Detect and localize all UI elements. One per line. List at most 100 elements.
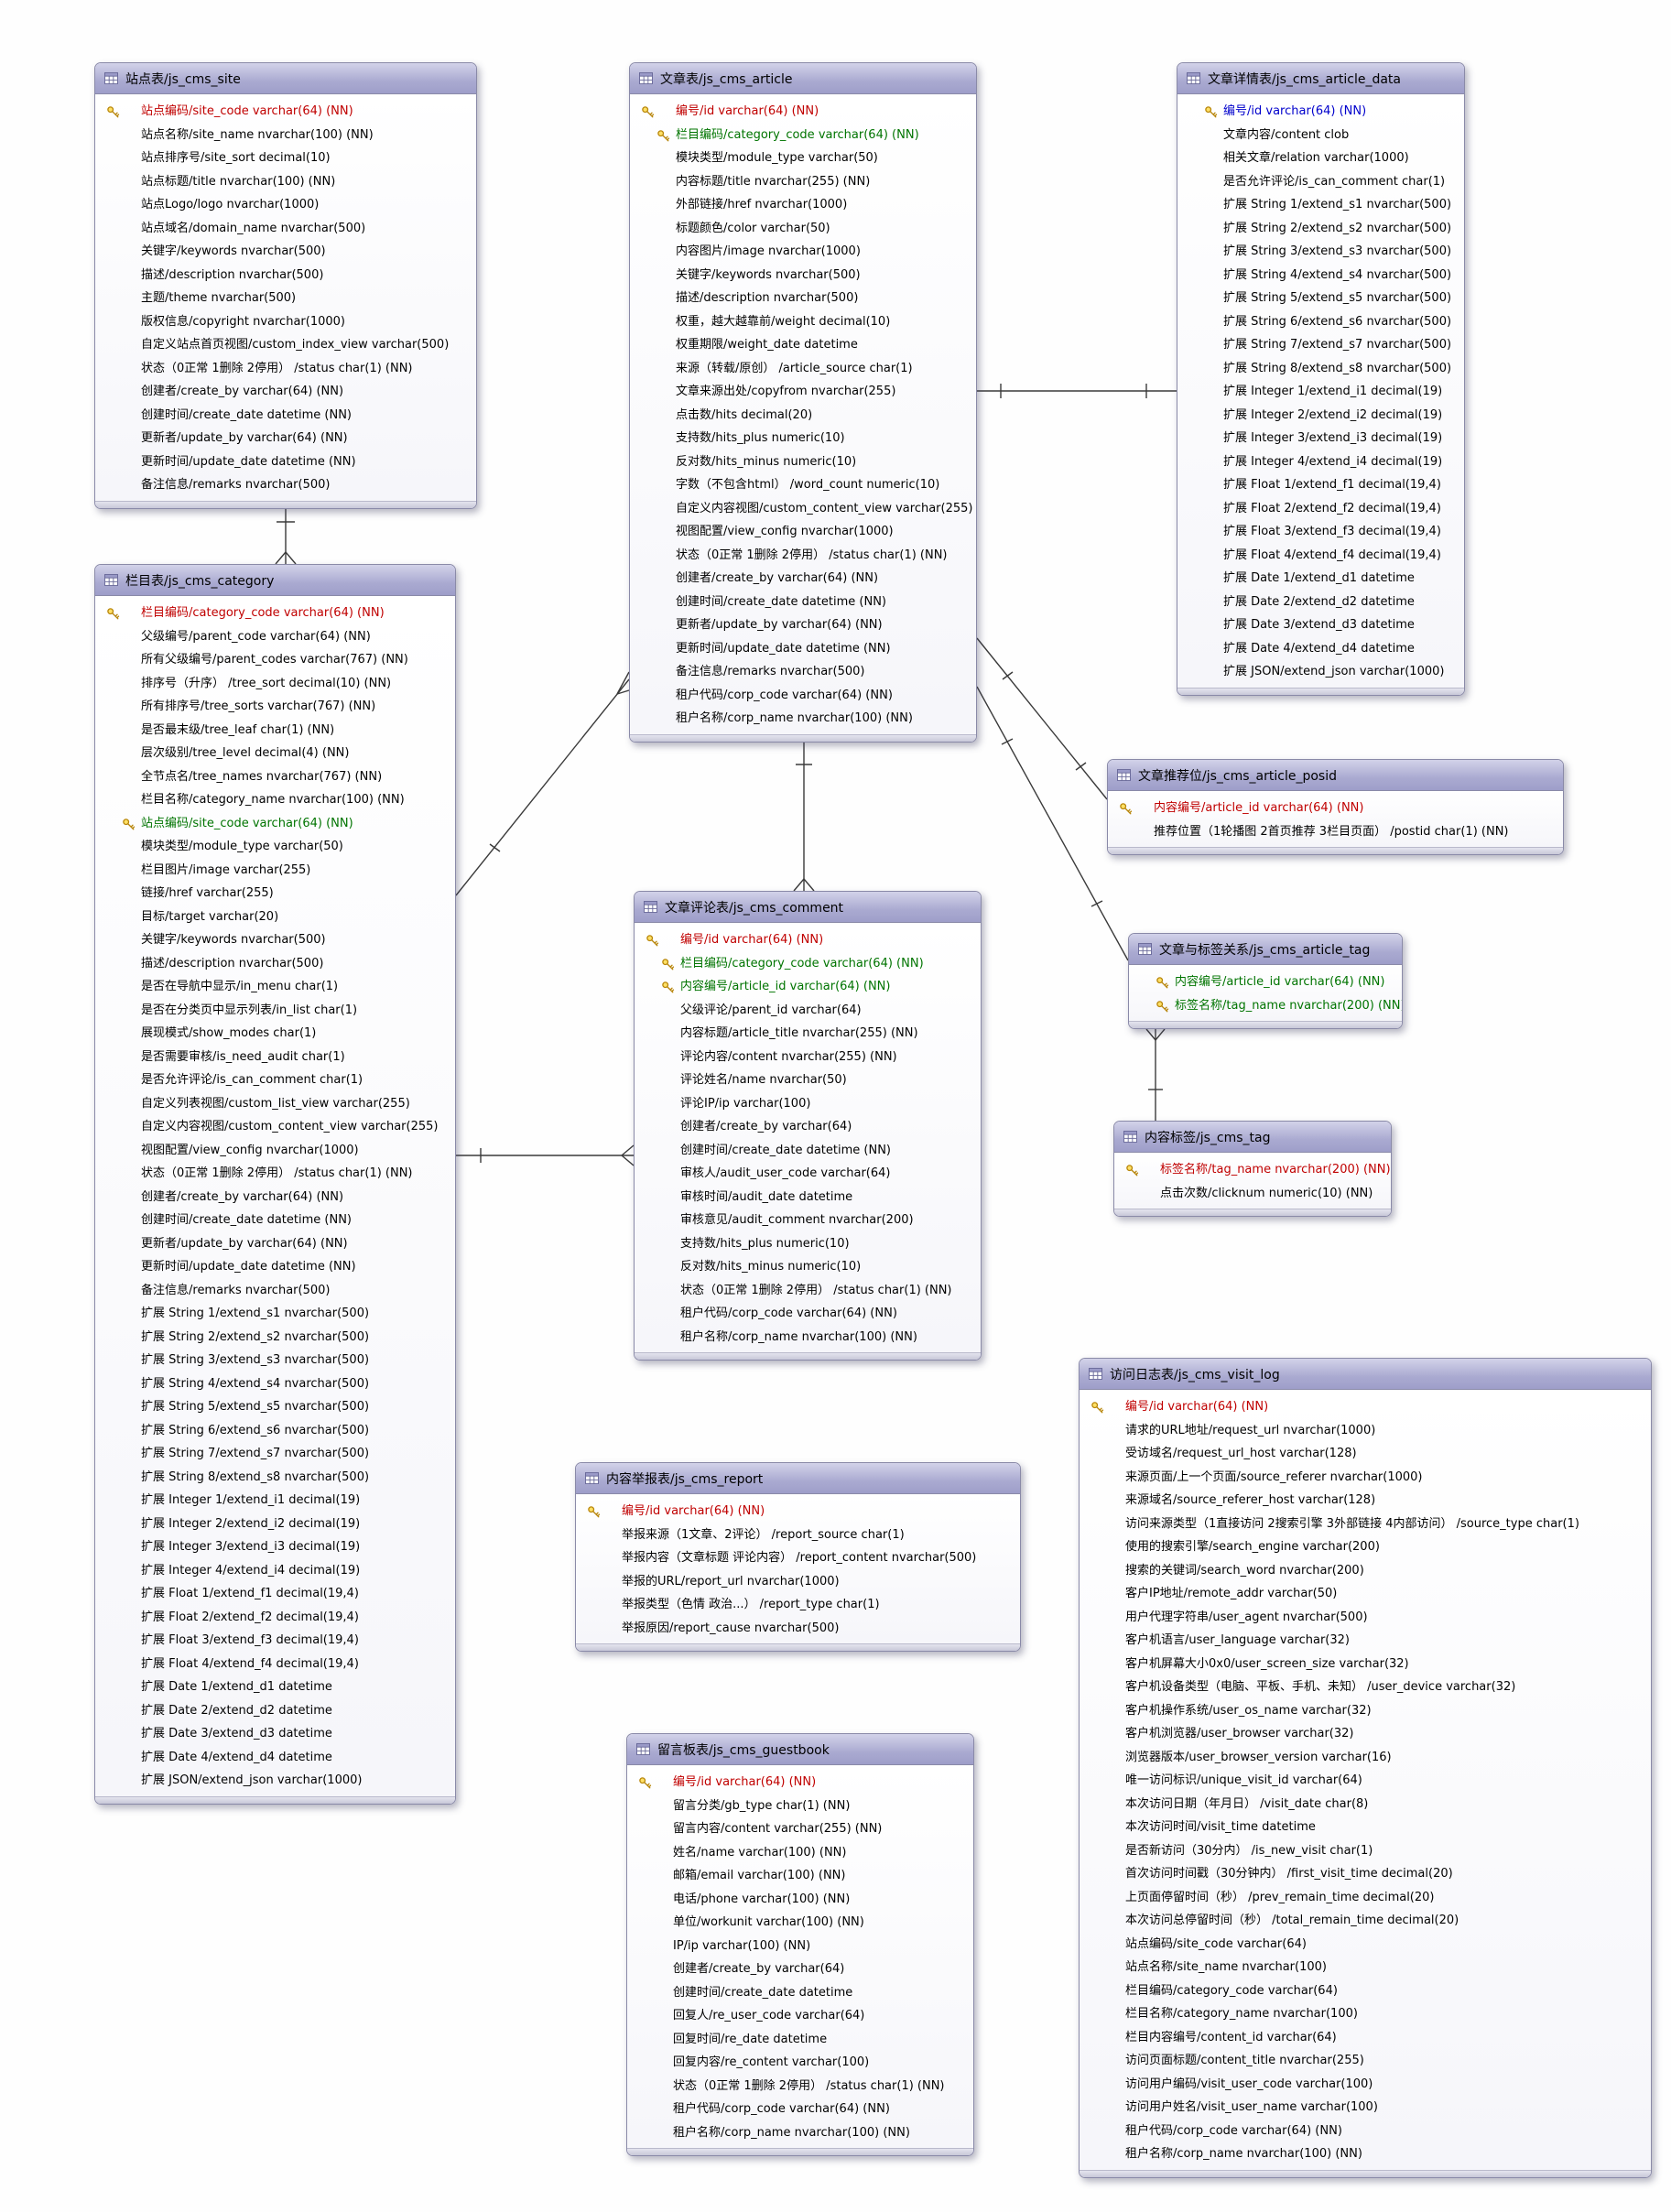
field-row[interactable]: 内容图片/image nvarchar(1000)	[630, 240, 976, 264]
field-row[interactable]: 扩展 Float 4/extend_f4 decimal(19,4)	[95, 1653, 455, 1676]
field-row[interactable]: 搜索的关键词/search_word nvarchar(200)	[1080, 1559, 1651, 1583]
field-row[interactable]: 扩展 String 1/extend_s1 nvarchar(500)	[1177, 193, 1464, 217]
field-row[interactable]: 编号/id varchar(64) (NN)	[1080, 1395, 1651, 1419]
table-header[interactable]: 栏目表/js_cms_category	[95, 565, 455, 596]
field-row[interactable]: 扩展 String 5/extend_s5 nvarchar(500)	[1177, 287, 1464, 310]
field-row[interactable]: 唯一访问标识/unique_visit_id varchar(64)	[1080, 1769, 1651, 1793]
field-row[interactable]: 视图配置/view_config nvarchar(1000)	[630, 520, 976, 544]
field-row[interactable]: 栏目编码/category_code varchar(64)	[1080, 1979, 1651, 2003]
field-row[interactable]: 标签名称/tag_name nvarchar(200) (NN)	[1114, 1158, 1391, 1182]
table-header[interactable]: 访问日志表/js_cms_visit_log	[1080, 1359, 1651, 1390]
field-row[interactable]: 创建时间/create_date datetime (NN)	[635, 1139, 981, 1163]
field-row[interactable]: 状态（0正常 1删除 2停用） /status char(1) (NN)	[95, 357, 476, 381]
field-row[interactable]: 备注信息/remarks nvarchar(500)	[630, 660, 976, 684]
field-row[interactable]: 使用的搜索引擎/search_engine varchar(200)	[1080, 1535, 1651, 1559]
field-row[interactable]: 租户代码/corp_code varchar(64) (NN)	[1080, 2120, 1651, 2143]
field-row[interactable]: 栏目编码/category_code varchar(64) (NN)	[630, 124, 976, 147]
field-row[interactable]: 访问页面标题/content_title nvarchar(255)	[1080, 2049, 1651, 2073]
field-row[interactable]: 状态（0正常 1删除 2停用） /status char(1) (NN)	[630, 544, 976, 568]
field-row[interactable]: 标题颜色/color varchar(50)	[630, 217, 976, 241]
field-row[interactable]: 扩展 Float 1/extend_f1 decimal(19,4)	[1177, 473, 1464, 497]
field-row[interactable]: 栏目名称/category_name nvarchar(100) (NN)	[95, 788, 455, 812]
field-row[interactable]: 创建时间/create_date datetime (NN)	[95, 1209, 455, 1232]
table-header[interactable]: 文章推荐位/js_cms_article_posid	[1108, 760, 1563, 791]
field-row[interactable]: 所有父级编号/parent_codes varchar(767) (NN)	[95, 648, 455, 672]
field-row[interactable]: 租户名称/corp_name nvarchar(100) (NN)	[635, 1326, 981, 1350]
field-row[interactable]: 站点编码/site_code varchar(64)	[1080, 1933, 1651, 1957]
field-row[interactable]: 首次访问时间戳（30分钟内） /first_visit_time decimal…	[1080, 1862, 1651, 1886]
field-row[interactable]: 扩展 String 7/extend_s7 nvarchar(500)	[1177, 333, 1464, 357]
field-row[interactable]: 扩展 Date 3/extend_d3 datetime	[1177, 613, 1464, 637]
field-row[interactable]: 扩展 Float 1/extend_f1 decimal(19,4)	[95, 1582, 455, 1606]
field-row[interactable]: 链接/href varchar(255)	[95, 882, 455, 905]
field-row[interactable]: 站点名称/site_name nvarchar(100) (NN)	[95, 124, 476, 147]
table-header[interactable]: 内容举报表/js_cms_report	[576, 1463, 1020, 1494]
field-row[interactable]: 权重期限/weight_date datetime	[630, 333, 976, 357]
field-row[interactable]: 是否最末级/tree_leaf char(1) (NN)	[95, 719, 455, 743]
field-row[interactable]: 是否需要审核/is_need_audit char(1)	[95, 1046, 455, 1069]
field-row[interactable]: 租户名称/corp_name nvarchar(100) (NN)	[1080, 2142, 1651, 2166]
field-row[interactable]: 是否允许评论/is_can_comment char(1)	[1177, 170, 1464, 194]
field-row[interactable]: 点击次数/clicknum numeric(10) (NN)	[1114, 1182, 1391, 1206]
er-table-report[interactable]: 内容举报表/js_cms_report 编号/id varchar(64) (N…	[575, 1462, 1021, 1652]
field-row[interactable]: 反对数/hits_minus numeric(10)	[635, 1255, 981, 1279]
field-row[interactable]: 留言内容/content varchar(255) (NN)	[627, 1817, 973, 1841]
field-row[interactable]: 创建者/create_by varchar(64) (NN)	[630, 567, 976, 591]
field-row[interactable]: 内容标题/article_title nvarchar(255) (NN)	[635, 1022, 981, 1046]
field-row[interactable]: 权重，越大越靠前/weight decimal(10)	[630, 310, 976, 334]
field-row[interactable]: 评论IP/ip varchar(100)	[635, 1092, 981, 1116]
field-row[interactable]: 扩展 String 1/extend_s1 nvarchar(500)	[95, 1302, 455, 1326]
field-row[interactable]: 访问用户编码/visit_user_code varchar(100)	[1080, 2073, 1651, 2097]
field-row[interactable]: 本次访问日期（年月日） /visit_date char(8)	[1080, 1793, 1651, 1816]
table-header[interactable]: 内容标签/js_cms_tag	[1114, 1122, 1391, 1153]
field-row[interactable]: 客户机语言/user_language varchar(32)	[1080, 1629, 1651, 1653]
field-row[interactable]: 来源域名/source_referer_host varchar(128)	[1080, 1489, 1651, 1513]
field-row[interactable]: 来源页面/上一个页面/source_referer nvarchar(1000)	[1080, 1466, 1651, 1490]
field-row[interactable]: 字数（不包含html） /word_count numeric(10)	[630, 473, 976, 497]
field-row[interactable]: 视图配置/view_config nvarchar(1000)	[95, 1139, 455, 1163]
field-row[interactable]: 父级评论/parent_id varchar(64)	[635, 999, 981, 1023]
field-row[interactable]: 相关文章/relation varchar(1000)	[1177, 146, 1464, 170]
field-row[interactable]: 扩展 String 2/extend_s2 nvarchar(500)	[95, 1326, 455, 1350]
field-row[interactable]: 栏目名称/category_name nvarchar(100)	[1080, 2002, 1651, 2026]
field-row[interactable]: 请求的URL地址/request_url nvarchar(1000)	[1080, 1419, 1651, 1443]
field-row[interactable]: 扩展 String 6/extend_s6 nvarchar(500)	[1177, 310, 1464, 334]
field-row[interactable]: 创建者/create_by varchar(64) (NN)	[95, 1186, 455, 1209]
field-row[interactable]: 描述/description nvarchar(500)	[630, 287, 976, 310]
field-row[interactable]: 回复内容/re_content varchar(100)	[627, 2051, 973, 2075]
field-row[interactable]: 支持数/hits_plus numeric(10)	[635, 1232, 981, 1256]
field-row[interactable]: 扩展 String 3/extend_s3 nvarchar(500)	[1177, 240, 1464, 264]
field-row[interactable]: 编号/id varchar(64) (NN)	[627, 1771, 973, 1795]
table-header[interactable]: 文章与标签关系/js_cms_article_tag	[1129, 934, 1402, 965]
field-row[interactable]: 关键字/keywords nvarchar(500)	[95, 240, 476, 264]
field-row[interactable]: 目标/target varchar(20)	[95, 905, 455, 929]
field-row[interactable]: 描述/description nvarchar(500)	[95, 952, 455, 976]
table-header[interactable]: 文章表/js_cms_article	[630, 63, 976, 94]
field-row[interactable]: 评论姓名/name nvarchar(50)	[635, 1068, 981, 1092]
field-row[interactable]: 扩展 Float 2/extend_f2 decimal(19,4)	[1177, 497, 1464, 521]
field-row[interactable]: 扩展 Date 1/extend_d1 datetime	[95, 1675, 455, 1699]
field-row[interactable]: 备注信息/remarks nvarchar(500)	[95, 1279, 455, 1303]
field-row[interactable]: 创建时间/create_date datetime (NN)	[630, 591, 976, 614]
field-row[interactable]: 站点编码/site_code varchar(64) (NN)	[95, 100, 476, 124]
field-row[interactable]: 租户代码/corp_code varchar(64) (NN)	[627, 2098, 973, 2121]
field-row[interactable]: 扩展 String 3/extend_s3 nvarchar(500)	[95, 1349, 455, 1372]
field-row[interactable]: 扩展 String 4/extend_s4 nvarchar(500)	[1177, 264, 1464, 287]
field-row[interactable]: 举报的URL/report_url nvarchar(1000)	[576, 1570, 1020, 1594]
field-row[interactable]: 扩展 Integer 2/extend_i2 decimal(19)	[1177, 404, 1464, 428]
field-row[interactable]: 客户IP地址/remote_addr varchar(50)	[1080, 1582, 1651, 1606]
field-row[interactable]: 扩展 Integer 4/extend_i4 decimal(19)	[95, 1559, 455, 1583]
field-row[interactable]: 单位/workunit varchar(100) (NN)	[627, 1911, 973, 1935]
table-header[interactable]: 文章详情表/js_cms_article_data	[1177, 63, 1464, 94]
field-row[interactable]: 推荐位置（1轮播图 2首页推荐 3栏目页面） /postid char(1) (…	[1108, 820, 1563, 844]
field-row[interactable]: 扩展 String 4/extend_s4 nvarchar(500)	[95, 1372, 455, 1396]
field-row[interactable]: 扩展 String 2/extend_s2 nvarchar(500)	[1177, 217, 1464, 241]
field-row[interactable]: 关键字/keywords nvarchar(500)	[630, 264, 976, 287]
field-row[interactable]: 姓名/name varchar(100) (NN)	[627, 1841, 973, 1865]
er-table-visit_log[interactable]: 访问日志表/js_cms_visit_log 编号/id varchar(64)…	[1079, 1358, 1652, 2178]
field-row[interactable]: 栏目编码/category_code varchar(64) (NN)	[635, 952, 981, 976]
field-row[interactable]: 创建时间/create_date datetime	[627, 1981, 973, 2005]
field-row[interactable]: IP/ip varchar(100) (NN)	[627, 1935, 973, 1958]
field-row[interactable]: 站点名称/site_name nvarchar(100)	[1080, 1956, 1651, 1979]
field-row[interactable]: 更新时间/update_date datetime (NN)	[630, 637, 976, 661]
